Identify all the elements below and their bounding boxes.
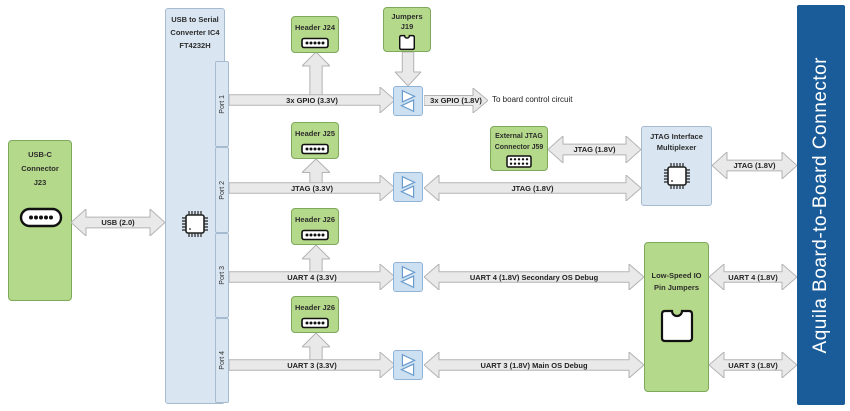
jtag-mux-label2: Multiplexer (656, 143, 697, 152)
ext-jtag-label: JTAG (1.8V) (573, 145, 616, 154)
r1-gpio33-label: 3x GPIO (3.3V) (286, 95, 338, 105)
r3-uart18-arrow: UART 4 (1.8V) Secondary OS Debug (424, 264, 644, 290)
mux-jtag-arrow: JTAG (1.8V) (712, 152, 797, 179)
header-j26-box-row3: Header J26 (291, 208, 339, 245)
port-3-box: Port 3 (215, 233, 229, 318)
pin-header-icon (301, 229, 329, 241)
r1-gpio33-arrow: 3x GPIO (3.3V) (229, 87, 395, 113)
header-j26-row4-label: Header J26 (294, 303, 336, 312)
r3-uart33-arrow: UART 4 (3.3V) (229, 264, 395, 290)
r3-uart33-label: UART 4 (3.3V) (287, 272, 337, 282)
r1-jumpers-down-arrow (395, 52, 421, 86)
usb-arrow: USB (2.0) (71, 209, 165, 236)
r4-uart18-right-label: UART 3 (1.8V) (728, 360, 778, 370)
r1-gpio18-label: 3x GPIO (1.8V) (430, 96, 482, 105)
r3-uart18-right-arrow: UART 4 (1.8V) (709, 264, 797, 290)
port-2-box: Port 2 (215, 147, 229, 233)
header-j26-row3-label: Header J26 (294, 215, 336, 224)
external-jtag-connector-box: External JTAG Connector J59 (490, 126, 548, 171)
header-j24-box: Header J24 (291, 16, 339, 53)
jumpers-j19-box: Jumpers J19 (383, 7, 431, 52)
external-jtag-label2: Connector J59 (494, 144, 544, 151)
lowspeed-label1: Low-Speed IO (651, 271, 702, 280)
port-4-box: Port 4 (215, 318, 229, 403)
pin-header-icon (301, 143, 329, 155)
jtag-mux-chip-icon (663, 163, 690, 189)
r4-header-up-arrow (302, 333, 330, 365)
level-shifter-icon (400, 353, 416, 377)
usbc-title-line3: J23 (33, 178, 47, 187)
level-shifter-3 (393, 262, 423, 292)
board-to-board-connector-bar: Aquila Board-to-Board Connector (797, 5, 845, 405)
r3-header-up-arrow (302, 245, 330, 277)
usb-c-port-icon (19, 207, 63, 228)
level-shifter-icon (400, 175, 416, 199)
ext-jtag-arrow: JTAG (1.8V) (548, 136, 641, 163)
converter-title-line3: FT4232H (179, 41, 211, 50)
r4-uart18-arrow: UART 3 (1.8V) Main OS Debug (424, 352, 644, 378)
r3-uart18-right-label: UART 4 (1.8V) (728, 272, 778, 282)
level-shifter-4 (393, 350, 423, 380)
port-2-label: Port 2 (218, 180, 226, 200)
port-1-box: Port 1 (215, 61, 229, 147)
lowspeed-label2: Pin Jumpers (653, 283, 699, 292)
ft4232h-chip-icon (182, 211, 208, 237)
r4-uart33-arrow: UART 3 (3.3V) (229, 352, 395, 378)
r2-jtag18-arrow: JTAG (1.8V) (424, 175, 641, 201)
jtag-mux-box: JTAG Interface Multiplexer (641, 126, 712, 206)
pin-header-icon (301, 317, 329, 329)
r3-uart18-label: UART 4 (1.8V) Secondary OS Debug (469, 272, 599, 282)
board-to-board-connector-label: Aquila Board-to-Board Connector (810, 56, 831, 354)
r4-uart33-label: UART 3 (3.3V) (287, 360, 337, 370)
jumpers-j19-label1: Jumpers (391, 12, 423, 21)
header-j25-box: Header J25 (291, 122, 339, 159)
external-jtag-label1: External JTAG (495, 133, 543, 140)
r2-jtag33-label: JTAG (3.3V) (291, 183, 333, 193)
pin-header-icon (301, 37, 329, 49)
converter-title-line1: USB to Serial (171, 15, 219, 24)
lowspeed-io-jumpers-box: Low-Speed IO Pin Jumpers (644, 242, 709, 392)
mux-jtag-label: JTAG (1.8V) (733, 161, 776, 170)
converter-title-line2: Converter IC4 (170, 28, 220, 37)
r2-header-up-arrow (302, 159, 330, 189)
r2-jtag18-label: JTAG (1.8V) (511, 183, 554, 193)
port-4-label: Port 4 (218, 351, 226, 370)
level-shifter-icon (400, 265, 416, 289)
header-j26-box-row4: Header J26 (291, 296, 339, 333)
level-shifter-2 (393, 172, 423, 202)
header-j25-label: Header J25 (294, 129, 336, 138)
r1-header-up-arrow (302, 52, 330, 100)
port-1-label: Port 1 (218, 94, 226, 114)
r2-jtag33-arrow: JTAG (3.3V) (229, 175, 395, 201)
port-3-label: Port 3 (218, 266, 226, 285)
jumper-shunt-icon (398, 34, 416, 51)
jtag-mux-label1: JTAG Interface (650, 132, 703, 141)
usb-arrow-label: USB (2.0) (101, 218, 135, 227)
usbc-title-line1: USB-C (28, 150, 52, 159)
usbc-title-line2: Connector (21, 164, 59, 173)
board-control-circuit-text: To board control circuit (492, 95, 573, 104)
header-j24-label: Header J24 (294, 23, 336, 32)
usbc-connector-box: USB-C Connector J23 (8, 140, 72, 301)
level-shifter-1 (393, 86, 423, 116)
dual-row-header-icon (506, 155, 532, 168)
r1-gpio18-arrow: 3x GPIO (1.8V) (424, 88, 488, 113)
jumpers-j19-label2: J19 (400, 22, 414, 31)
r4-uart18-right-arrow: UART 3 (1.8V) (709, 352, 797, 378)
lowspeed-jumper-icon (660, 309, 693, 343)
level-shifter-icon (400, 89, 416, 113)
r4-uart18-label: UART 3 (1.8V) Main OS Debug (480, 360, 588, 370)
